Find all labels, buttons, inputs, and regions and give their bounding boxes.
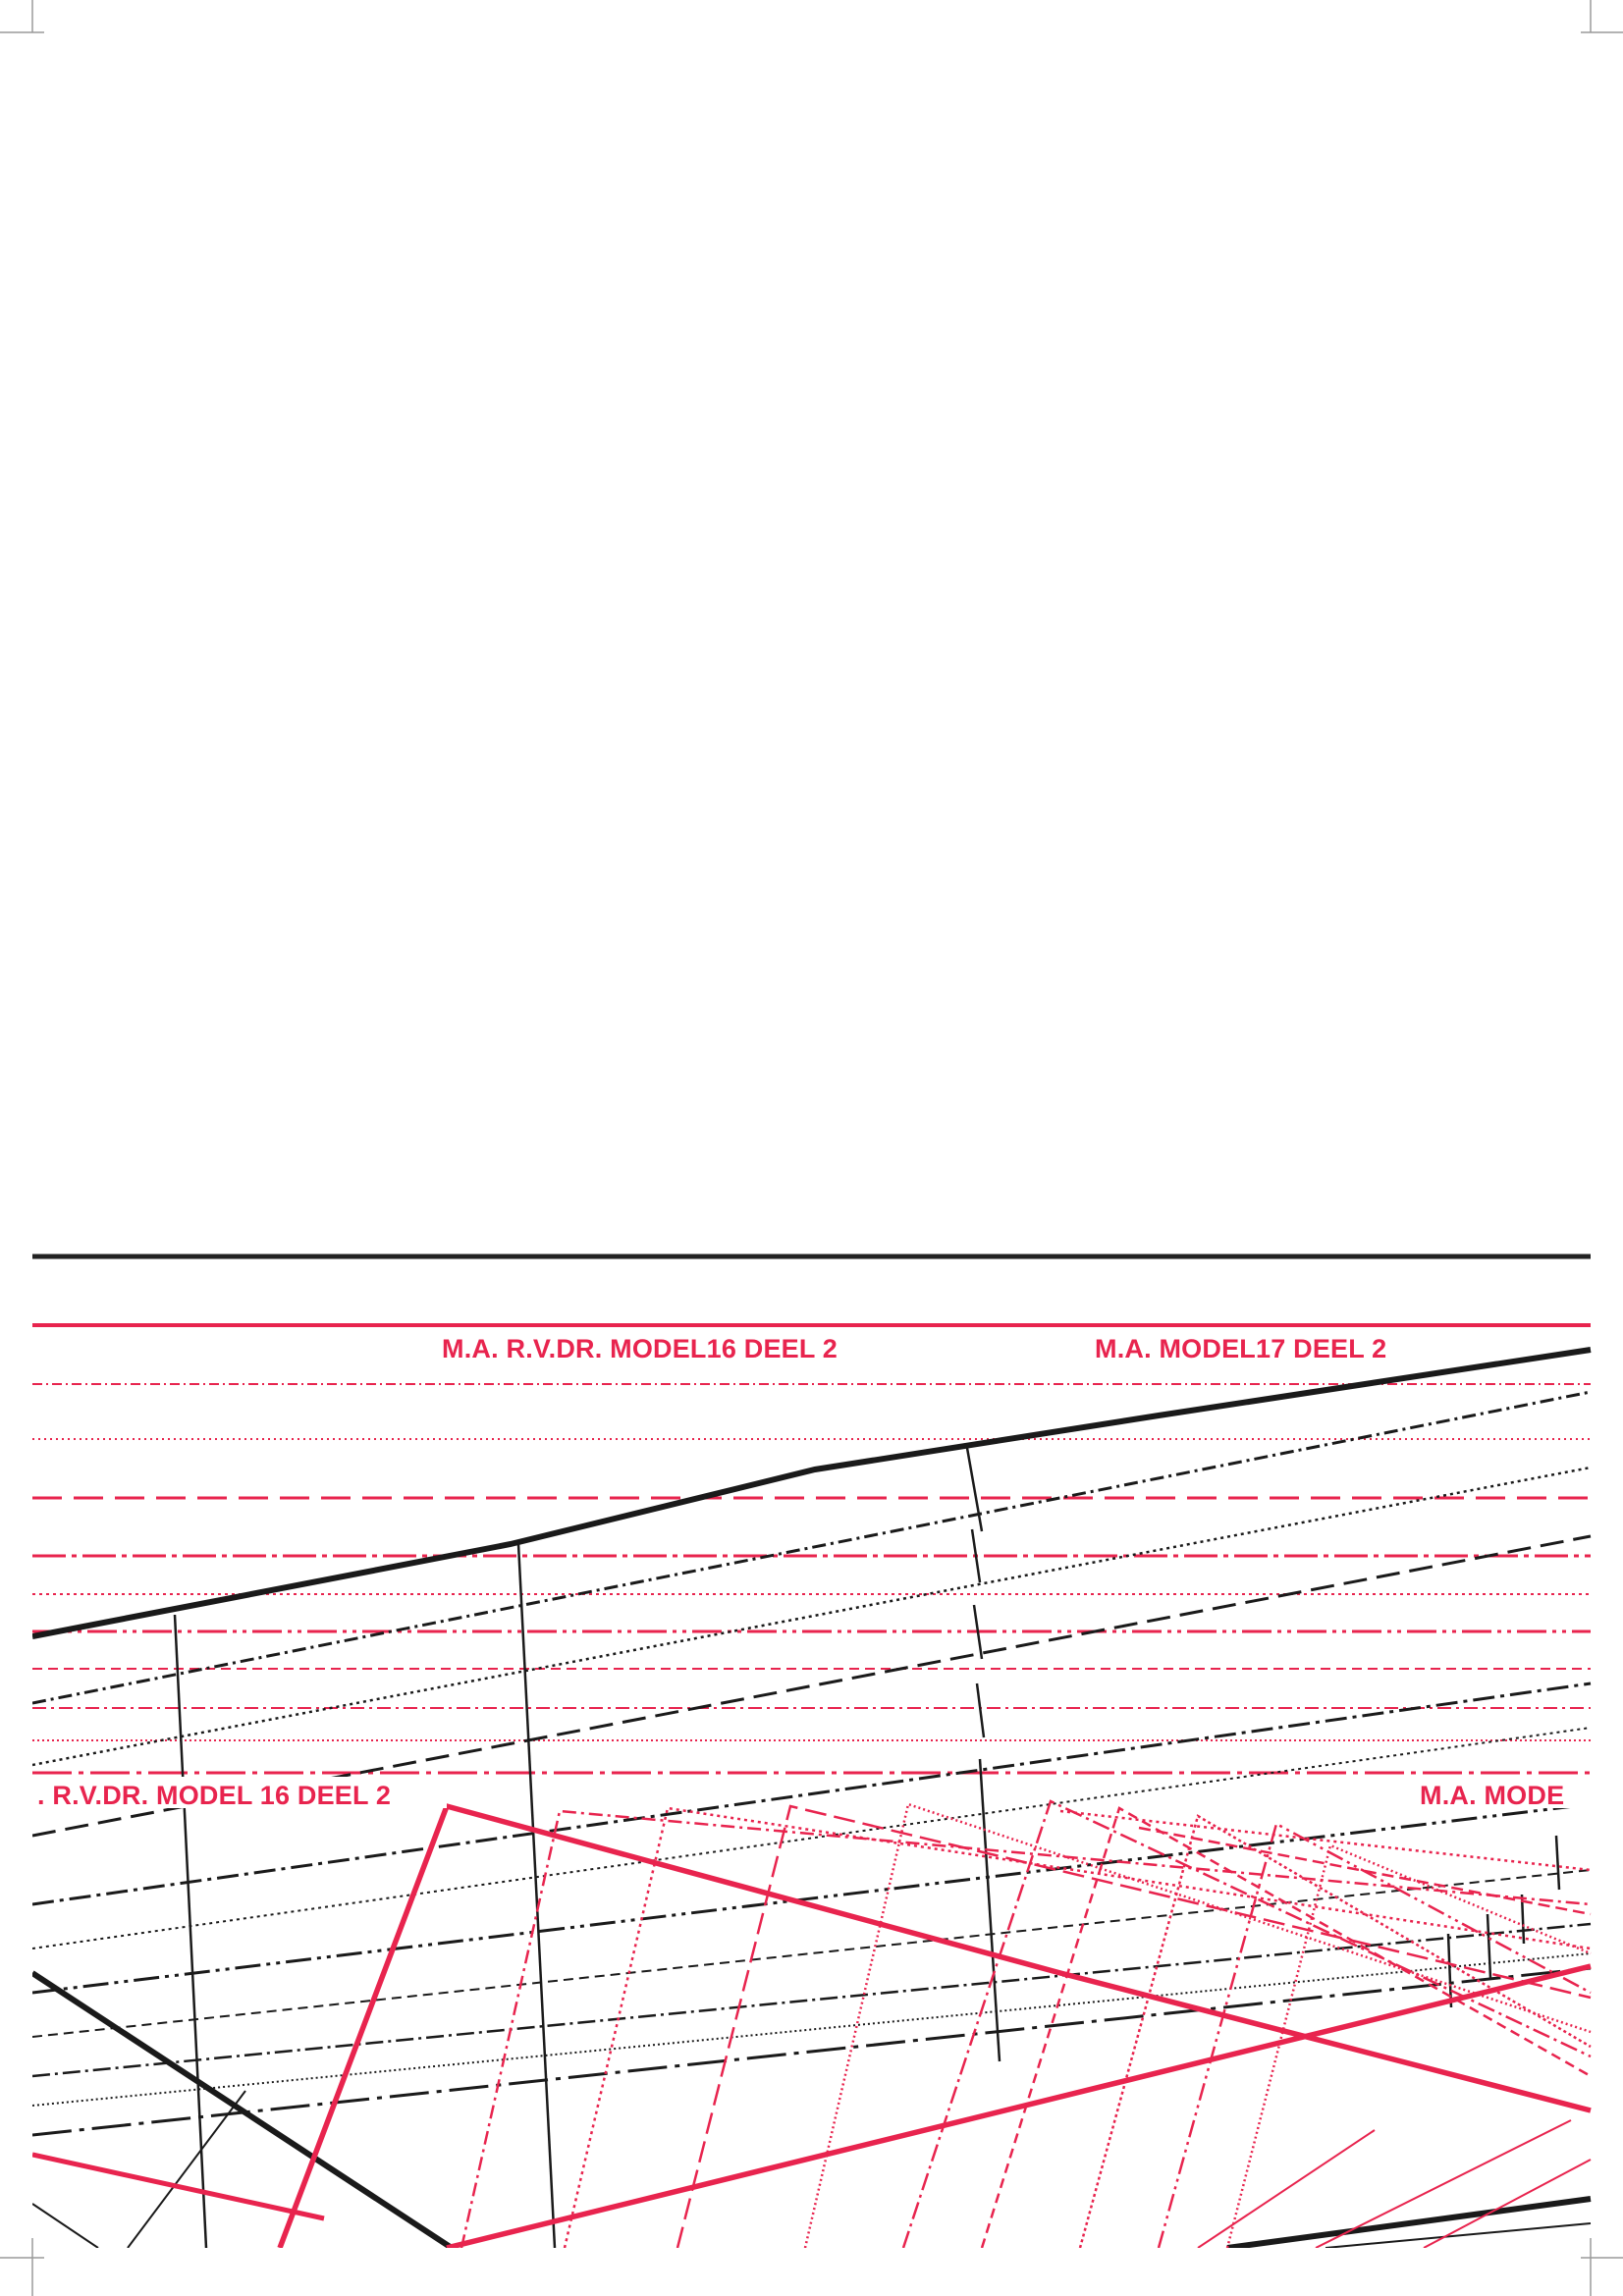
black-longdashdot-line bbox=[32, 1966, 1592, 2137]
black-vertical-lines bbox=[173, 1447, 1561, 2248]
red-graded-outlines bbox=[460, 1799, 1592, 2248]
red-thin-line bbox=[1315, 2119, 1572, 2248]
black-shortdash-line bbox=[32, 1869, 1592, 2038]
red-dashdotdot-outline bbox=[1157, 1822, 1592, 2248]
red-shortdash-outline bbox=[980, 1806, 1592, 2248]
black-heavy-diagonal bbox=[32, 1970, 454, 2248]
black-vertical-line bbox=[975, 1682, 986, 1738]
red-thick-line bbox=[32, 2152, 325, 2221]
black-dotted-line bbox=[32, 1727, 1592, 1949]
red-horizontal-lines bbox=[32, 1323, 1591, 1775]
pattern-labels: M.A. R.V.DR. MODEL16 DEEL 2 M.A. MODEL17… bbox=[34, 1330, 1591, 1810]
pattern-area bbox=[32, 1323, 1592, 2248]
red-dashdot-outline bbox=[460, 1809, 1592, 2248]
label-backing bbox=[34, 1777, 447, 1808]
black-vertical-line bbox=[516, 1543, 557, 2248]
red-thin-line bbox=[1197, 2129, 1376, 2248]
red-dashed-diagonal bbox=[1138, 1826, 1592, 1916]
label-backing bbox=[1090, 1330, 1448, 1362]
label-mid-left: . R.V.DR. MODEL 16 DEEL 2 bbox=[37, 1781, 391, 1810]
label-backing bbox=[1417, 1777, 1591, 1808]
black-vertical-line bbox=[972, 1604, 984, 1660]
black-dotted-line bbox=[32, 1952, 1592, 2107]
black-thin-bottom-line bbox=[1325, 2222, 1592, 2248]
red-longdash-outline bbox=[676, 1804, 1592, 2248]
black-heavy-bottom-line bbox=[1226, 2196, 1592, 2248]
black-diagonals bbox=[32, 1970, 454, 2248]
black-dashdotdot-line bbox=[32, 1802, 1592, 1995]
red-dashdot-outline bbox=[901, 1799, 1592, 2248]
red-thin-line bbox=[1423, 2159, 1592, 2248]
black-slanted-lines bbox=[32, 1347, 1592, 2248]
red-dotted-outline bbox=[1078, 1814, 1592, 2248]
black-thin-diagonal bbox=[127, 2090, 246, 2248]
black-vertical-line bbox=[965, 1447, 984, 1532]
black-vertical-line bbox=[1486, 1913, 1492, 1979]
black-vertical-line bbox=[1520, 1894, 1526, 1945]
label-top-right: M.A. MODEL17 DEEL 2 bbox=[1095, 1334, 1386, 1363]
red-dotted-outline bbox=[1225, 1843, 1592, 2248]
black-vertical-line bbox=[1446, 1933, 1453, 2008]
black-longdash-line bbox=[32, 1534, 1592, 1838]
red-piece-outline bbox=[277, 1802, 1592, 2248]
black-dashdot-line bbox=[32, 1682, 1592, 1906]
black-vertical-line bbox=[970, 1528, 982, 1583]
label-mid-right: M.A. MODE bbox=[1420, 1781, 1564, 1810]
label-top-left: M.A. R.V.DR. MODEL16 DEEL 2 bbox=[442, 1334, 838, 1363]
black-vertical-line bbox=[1554, 1835, 1561, 1891]
red-outline-pieces bbox=[32, 1802, 1592, 2248]
black-dotted-line bbox=[32, 1466, 1592, 1767]
black-thin-diagonal bbox=[32, 2203, 99, 2248]
black-heavy-line bbox=[32, 1347, 1592, 1639]
black-vertical-line bbox=[173, 1614, 208, 2248]
red-thick-line bbox=[446, 1963, 1592, 2248]
black-vertical-line bbox=[978, 1758, 1001, 2062]
black-dashdot-line bbox=[32, 1922, 1592, 2078]
label-backing bbox=[437, 1330, 923, 1362]
